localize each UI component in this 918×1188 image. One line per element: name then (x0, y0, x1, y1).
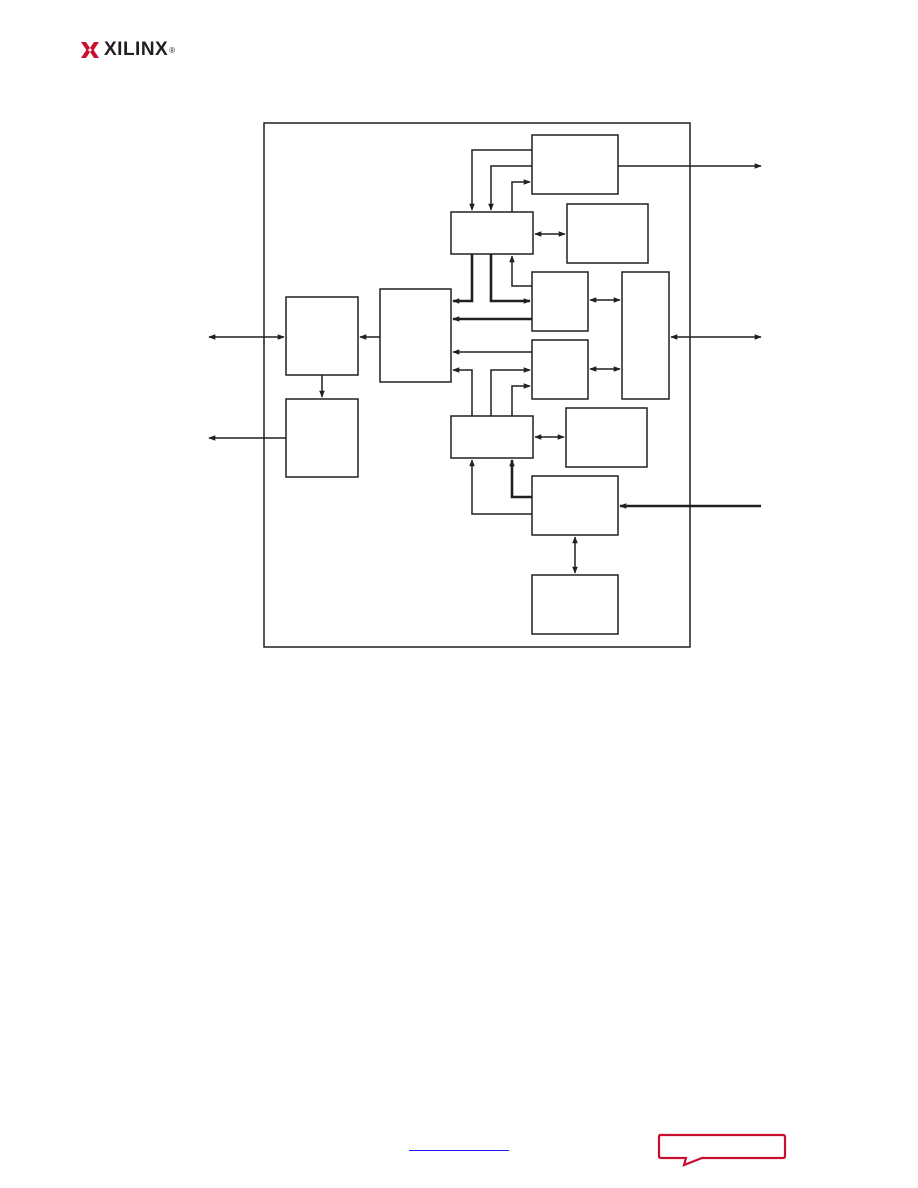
block-upper-controller (450, 211, 534, 255)
xilinx-logo: XILINX ® (80, 38, 175, 62)
block-small-lower (531, 339, 589, 400)
connector-lower-ctrl-small-lower (490, 367, 531, 416)
feedback-callout-icon[interactable] (656, 1132, 788, 1168)
connector-lower-ctrl-small-lower-b (511, 383, 531, 416)
connector-upper-ctrl-central (452, 254, 474, 304)
connector-top-loop-c (511, 179, 531, 212)
block-side-upper (566, 203, 649, 264)
connector-top-loop-b (488, 165, 532, 211)
block-tall-right (621, 271, 670, 400)
connector-lower-right-up (509, 459, 532, 499)
block-central (379, 288, 452, 383)
outer-frame (263, 122, 691, 648)
block-bottom (531, 574, 619, 635)
block-side-lower (565, 407, 648, 468)
registered-mark: ® (169, 45, 176, 55)
block-small-upper (531, 271, 589, 332)
footer-link[interactable] (409, 1138, 509, 1151)
brand-name: XILINX (104, 39, 169, 60)
connector-upper-ctrl-small-upper (489, 254, 531, 304)
block-top-right (531, 134, 619, 195)
block-left-upper (285, 296, 359, 376)
block-lower-controller (450, 415, 534, 459)
connector-lower-ctrl-central (452, 367, 473, 416)
connector-small-upper-up (509, 255, 532, 287)
connector-top-loop-a (469, 149, 532, 211)
block-left-lower (285, 398, 359, 478)
xilinx-x-logo-icon (81, 42, 99, 58)
connector-lower-right-loop (469, 459, 532, 515)
block-lower-right (531, 475, 619, 536)
